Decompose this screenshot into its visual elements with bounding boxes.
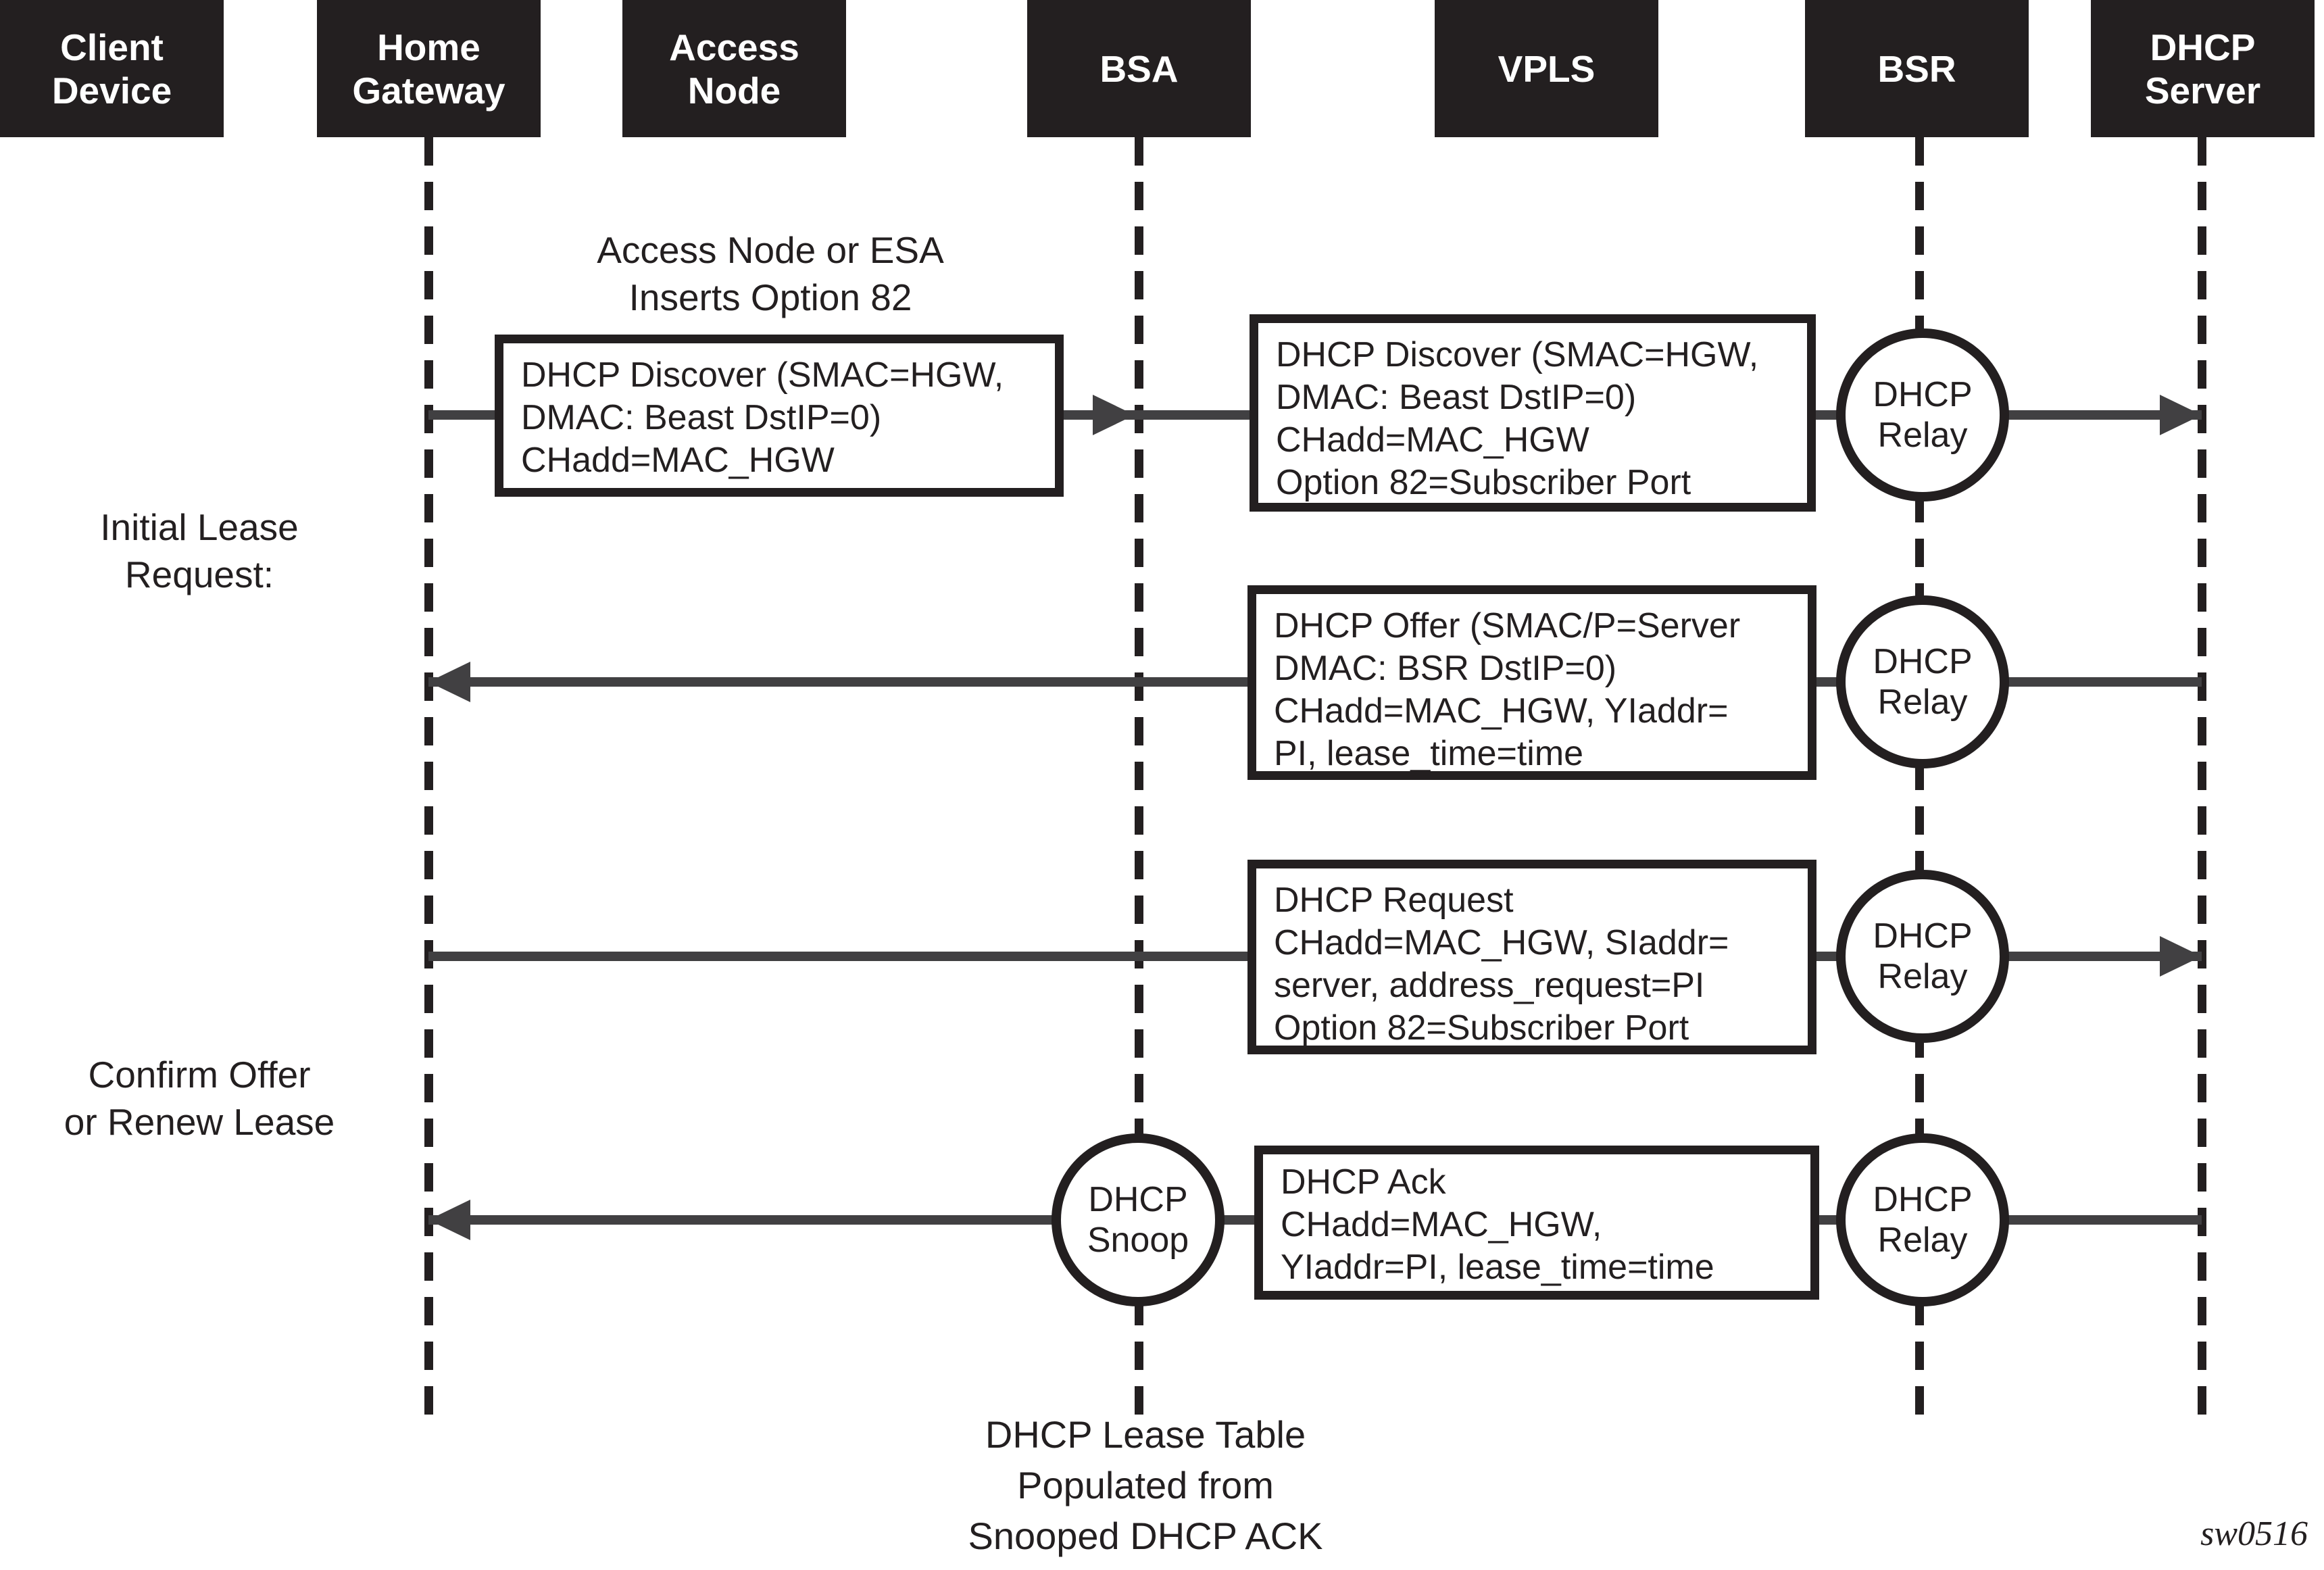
message-dhcp-ack: DHCP Ack CHadd=MAC_HGW, YIaddr=PI, lease… [1254, 1146, 1819, 1300]
watermark-figure-id: sw0516 [2200, 1515, 2308, 1553]
label-initial-lease-request: Initial Lease Request: [100, 506, 299, 595]
arrowhead-left-icon [428, 1200, 470, 1240]
node-dhcp-relay-1: DHCP Relay [1836, 328, 2009, 501]
arrowhead-right-icon [2160, 395, 2202, 435]
lifeline-home-gateway [424, 137, 433, 1416]
note-access-node-option82: Access Node or ESA Inserts Option 82 [597, 229, 944, 318]
actor-bsa: BSA [1027, 0, 1251, 137]
message-dhcp-discover-access: DHCP Discover (SMAC=HGW, DMAC: Beast Dst… [495, 335, 1064, 497]
node-dhcp-relay-2: DHCP Relay [1836, 595, 2009, 768]
label-confirm-offer-renew-lease: Confirm Offer or Renew Lease [64, 1054, 335, 1143]
actor-client-device: Client Device [0, 0, 224, 137]
arrowhead-right-icon [1093, 395, 1135, 435]
lifeline-bsa [1135, 137, 1143, 1416]
actor-home-gateway: Home Gateway [317, 0, 541, 137]
actor-dhcp-server: DHCP Server [2091, 0, 2315, 137]
node-dhcp-snoop: DHCP Snoop [1052, 1133, 1225, 1306]
arrowhead-left-icon [428, 662, 470, 702]
message-dhcp-request: DHCP Request CHadd=MAC_HGW, SIaddr= serv… [1247, 860, 1816, 1054]
node-dhcp-relay-4: DHCP Relay [1836, 1133, 2009, 1306]
message-dhcp-discover-vpls: DHCP Discover (SMAC=HGW, DMAC: Beast Dst… [1250, 314, 1816, 512]
arrowhead-right-icon [2160, 936, 2202, 977]
lifeline-dhcp-server [2198, 137, 2206, 1416]
actor-vpls: VPLS [1435, 0, 1658, 137]
note-dhcp-lease-table: DHCP Lease Table Populated from Snooped … [968, 1413, 1323, 1557]
actor-bsr: BSR [1805, 0, 2029, 137]
message-dhcp-offer: DHCP Offer (SMAC/P=Server DMAC: BSR DstI… [1247, 585, 1816, 780]
actor-access-node: Access Node [622, 0, 846, 137]
node-dhcp-relay-3: DHCP Relay [1836, 870, 2009, 1043]
